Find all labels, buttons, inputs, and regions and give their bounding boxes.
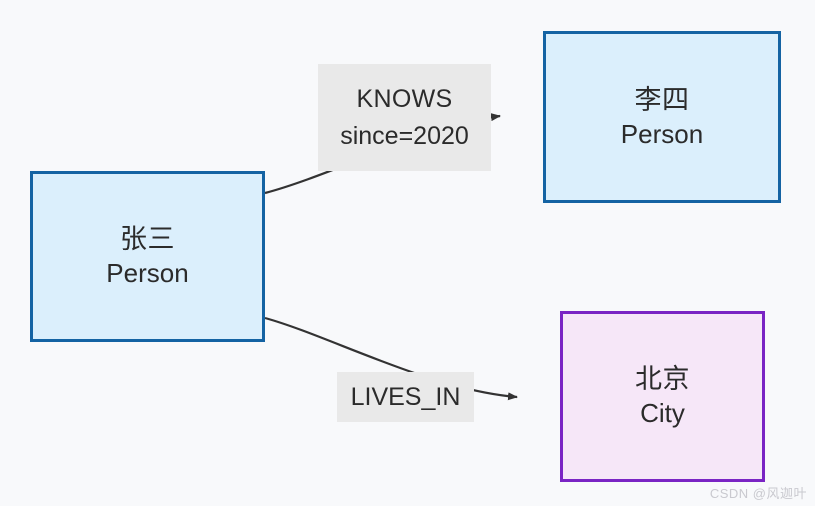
watermark: CSDN @风迦叶 <box>709 486 807 501</box>
node-lisi[interactable]: 李四 Person <box>543 31 781 203</box>
node-beijing-label: City <box>640 398 685 429</box>
node-lisi-label: Person <box>620 118 704 149</box>
node-zhangsan-label: Person <box>106 258 189 289</box>
node-zhangsan-title: 张三 <box>120 224 175 255</box>
node-lisi-title: 李四 <box>634 84 690 115</box>
node-beijing-title: 北京 <box>635 364 690 395</box>
edge-lives-in-type: LIVES_IN <box>350 382 461 411</box>
edge-knows-type: KNOWS <box>356 85 453 114</box>
edge-label-lives-in[interactable]: LIVES_IN <box>337 372 474 422</box>
edge-label-knows[interactable]: KNOWS since=2020 <box>318 64 491 171</box>
edge-knows-property: since=2020 <box>340 121 469 150</box>
node-beijing[interactable]: 北京 City <box>560 311 765 482</box>
node-zhangsan[interactable]: 张三 Person <box>30 171 265 342</box>
